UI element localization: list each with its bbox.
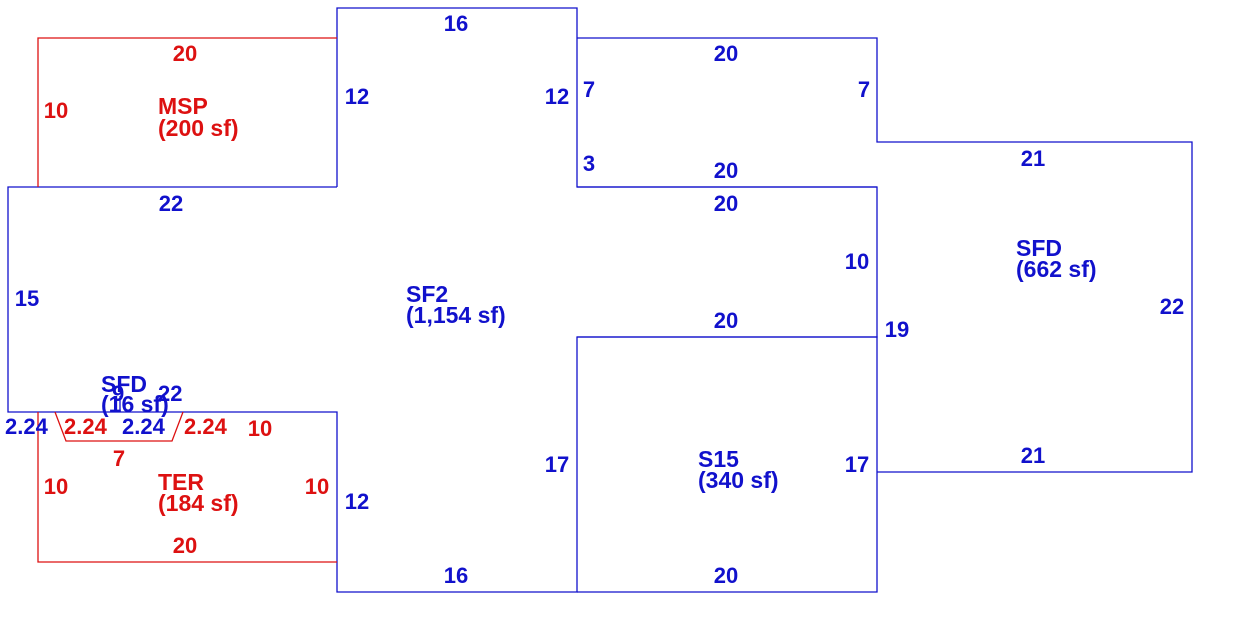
dimension-label: 20	[173, 533, 197, 558]
dimension-label: 16	[444, 563, 468, 588]
dimension-label: 20	[173, 41, 197, 66]
dimension-label: 10	[44, 474, 68, 499]
small-sfd-area-name: SFD	[101, 371, 147, 397]
s15-outline	[577, 336, 878, 593]
bay-window-outline	[54, 411, 184, 442]
dimension-label: 20	[714, 191, 738, 216]
dimension-label: 17	[545, 452, 569, 477]
dimension-label: 2.24	[64, 414, 108, 439]
dimension-label: 16	[444, 11, 468, 36]
dimension-label: 12	[545, 84, 569, 109]
dimension-label: 22	[159, 191, 183, 216]
ter-area-name: TER	[158, 469, 204, 495]
dimension-label: 21	[1021, 443, 1045, 468]
s15-area-size: (340 sf)	[698, 467, 779, 493]
msp-area-size: (200 sf)	[158, 115, 239, 141]
dimension-label: 12	[345, 84, 369, 109]
dimension-label: 20	[714, 308, 738, 333]
msp-area-name: MSP	[158, 93, 208, 119]
sfd-area-name: SFD	[1016, 235, 1062, 261]
dimension-label: 15	[15, 286, 39, 311]
dimension-label: 10	[305, 474, 329, 499]
dimension-label: 7	[858, 77, 870, 102]
dimension-label: 10	[44, 98, 68, 123]
dimension-label: 21	[1021, 146, 1045, 171]
dimension-label: 9	[112, 381, 124, 406]
msp-outline	[37, 37, 337, 187]
ter-area-size: (184 sf)	[158, 490, 239, 516]
ter-outline	[37, 412, 337, 563]
dimension-label: 7	[113, 446, 125, 471]
sf2-area-name: SF2	[406, 281, 448, 307]
dimension-label: 10	[845, 249, 869, 274]
dimension-label: 17	[845, 452, 869, 477]
dimension-label: 20	[714, 563, 738, 588]
dimension-label: 2.24	[5, 414, 49, 439]
upper-section-outline	[577, 37, 1193, 473]
dimension-label: 2.24	[184, 414, 228, 439]
small-sfd-area-size: (16 sf)	[101, 391, 169, 417]
sfd-area-size: (662 sf)	[1016, 256, 1097, 282]
dimension-label: 2.24	[122, 414, 166, 439]
dimension-label: 3	[583, 151, 595, 176]
dimension-label: 20	[714, 158, 738, 183]
dimension-label: 22	[158, 381, 182, 406]
dimension-label: 20	[714, 41, 738, 66]
dimension-label: 12	[345, 489, 369, 514]
dimension-label: 10	[248, 416, 272, 441]
dimension-label: 7	[583, 77, 595, 102]
s15-area-name: S15	[698, 446, 739, 472]
dimension-label: 19	[885, 317, 909, 342]
dimension-label: 22	[1160, 294, 1184, 319]
sf2-area-size: (1,154 sf)	[406, 302, 506, 328]
